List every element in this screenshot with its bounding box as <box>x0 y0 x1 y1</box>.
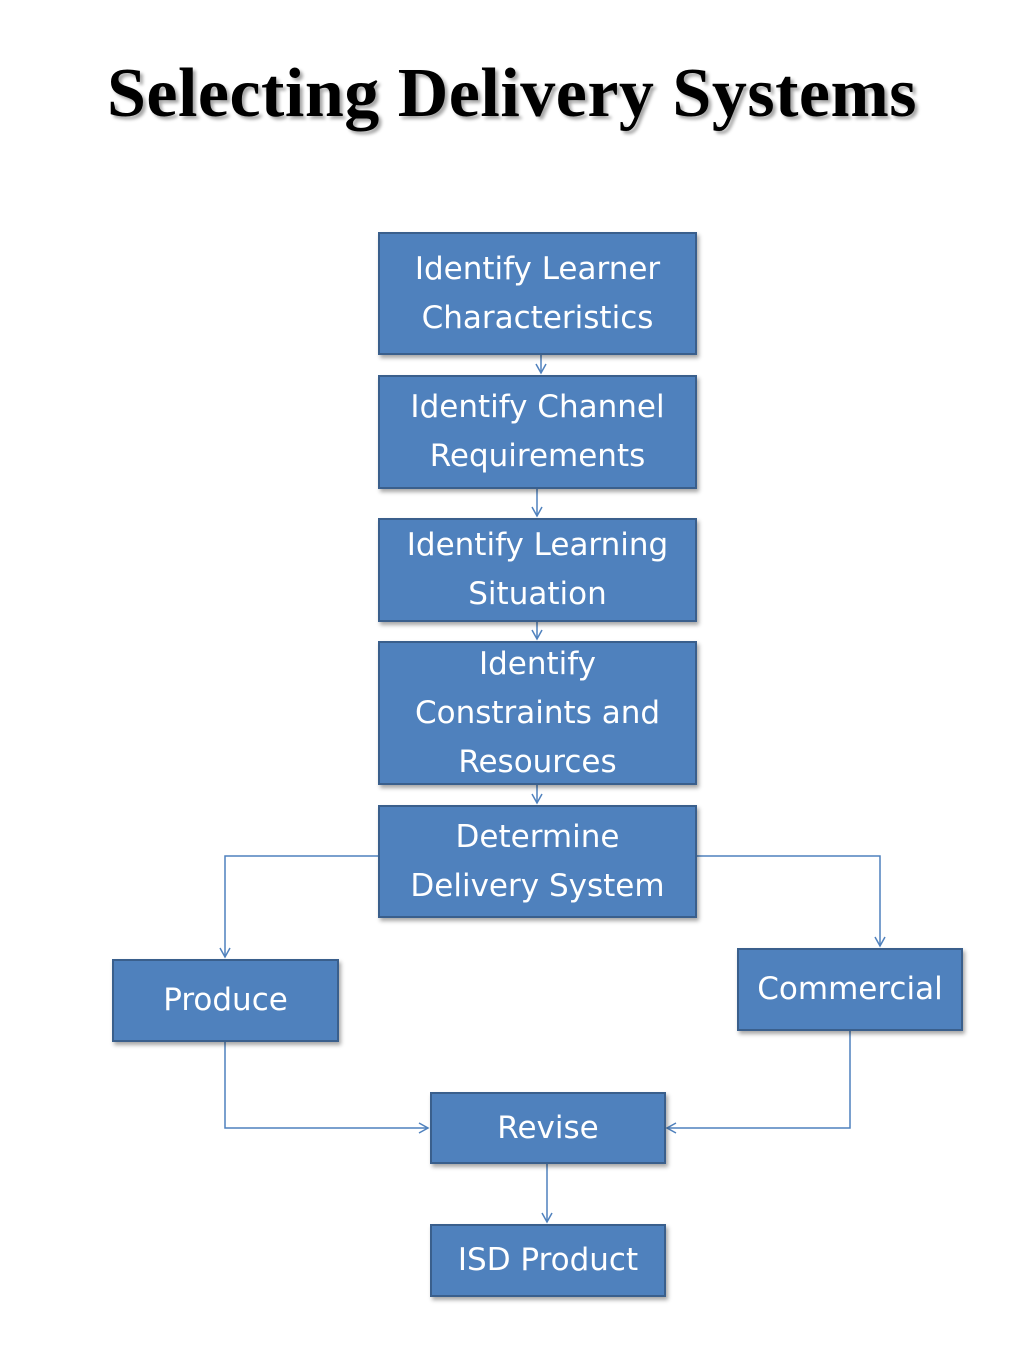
box-text-line: Identify Learner <box>414 250 661 287</box>
arrow-produce-to-revise <box>224 1042 430 1134</box>
box-identify-learner-characteristics: Identify Learner Characteristics <box>378 232 697 355</box>
box-text-line: Identify Channel <box>410 389 665 425</box>
box-text-line: Determine <box>455 818 620 855</box>
box-text-line: Requirements <box>429 438 646 474</box>
box-label: Produce <box>163 982 288 1018</box>
box-label: Commercial <box>757 971 943 1007</box>
box-label: Revise <box>497 1109 599 1146</box>
page-title: Selecting Delivery Systems <box>106 55 918 132</box>
box-identify-channel-requirements: Identify Channel Requirements <box>378 375 697 489</box>
box-text-line: Situation <box>468 576 607 612</box>
box-commercial: Commercial <box>737 948 963 1031</box>
box-identify-constraints-resources: Identify Constraints and Resources <box>378 641 697 785</box>
box-text-line: Resources <box>458 743 617 780</box>
box-text-line: Identify <box>478 645 597 682</box>
box-text-line: Characteristics <box>421 299 654 336</box>
box-text-line: Constraints and <box>414 694 661 731</box>
arrow-determine-to-produce <box>219 855 378 959</box>
box-isd-product: ISD Product <box>430 1224 666 1297</box>
box-produce: Produce <box>112 959 339 1042</box>
box-text-line: Delivery System <box>410 867 665 904</box>
box-text-line: Identify Learning <box>406 527 669 563</box>
box-label: ISD Product <box>457 1242 639 1278</box>
box-revise: Revise <box>430 1092 666 1164</box>
arrow-commercial-to-revise <box>665 1031 851 1134</box>
arrow-determine-to-commercial <box>697 855 886 948</box>
box-determine-delivery-system: Determine Delivery System <box>378 805 697 918</box>
box-identify-learning-situation: Identify Learning Situation <box>378 518 697 622</box>
